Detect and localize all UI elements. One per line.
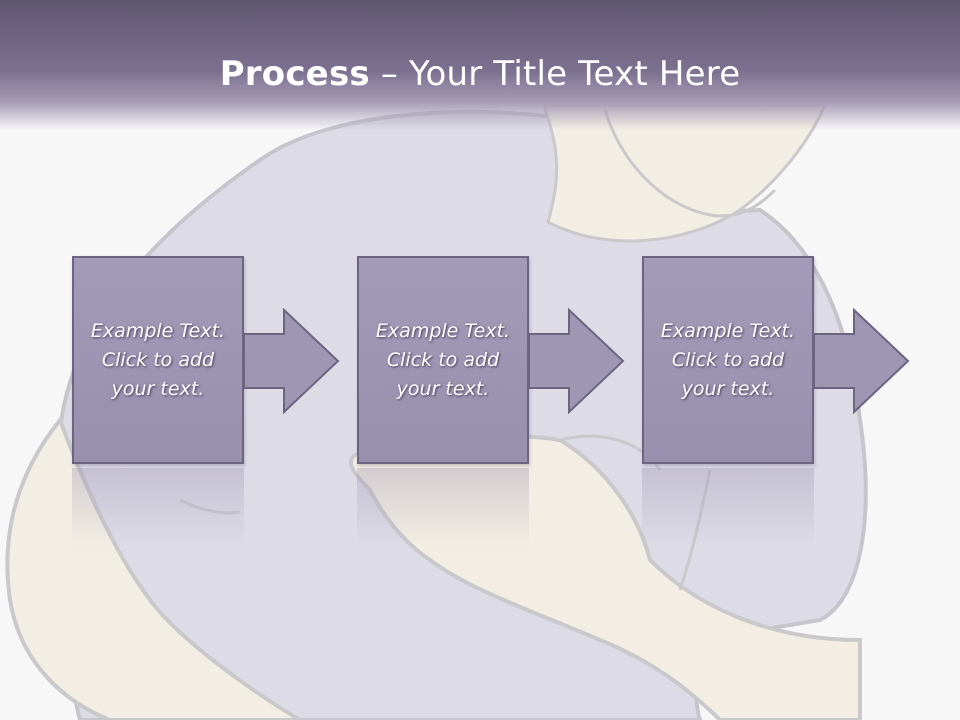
step-2-line-1: Example Text.: [375, 319, 511, 342]
step-1-arrow-icon: [243, 307, 340, 415]
step-3-text: Example Text. Click to add your text.: [651, 317, 805, 404]
step-3-line-3: your text.: [681, 377, 775, 400]
step-3-arrow-icon: [813, 307, 910, 415]
title-rest: – Your Title Text Here: [369, 54, 741, 94]
process-step-1: Example Text. Click to add your text.: [72, 256, 342, 548]
step-1-text: Example Text. Click to add your text.: [81, 317, 235, 404]
step-1-textbox[interactable]: Example Text. Click to add your text.: [72, 256, 244, 464]
step-2-line-3: your text.: [396, 377, 490, 400]
step-1-line-2: Click to add: [101, 348, 215, 371]
step-2-line-2: Click to add: [386, 348, 500, 371]
step-3-textbox[interactable]: Example Text. Click to add your text.: [642, 256, 814, 464]
step-2-arrow-icon: [528, 307, 625, 415]
step-3-reflection: [642, 468, 814, 548]
step-1-line-3: your text.: [111, 377, 205, 400]
process-step-3: Example Text. Click to add your text.: [642, 256, 912, 548]
step-2-text: Example Text. Click to add your text.: [366, 317, 520, 404]
process-step-2: Example Text. Click to add your text.: [357, 256, 627, 548]
step-3-line-2: Click to add: [671, 348, 785, 371]
slide-title[interactable]: Process – Your Title Text Here: [0, 52, 960, 96]
left-arm-shape: [5, 416, 304, 720]
title-band: [0, 0, 960, 130]
step-1-line-1: Example Text.: [90, 319, 226, 342]
title-bold: Process: [219, 54, 370, 94]
step-2-textbox[interactable]: Example Text. Click to add your text.: [357, 256, 529, 464]
step-2-reflection: [357, 468, 529, 548]
step-1-reflection: [72, 468, 244, 548]
step-3-line-1: Example Text.: [660, 319, 796, 342]
